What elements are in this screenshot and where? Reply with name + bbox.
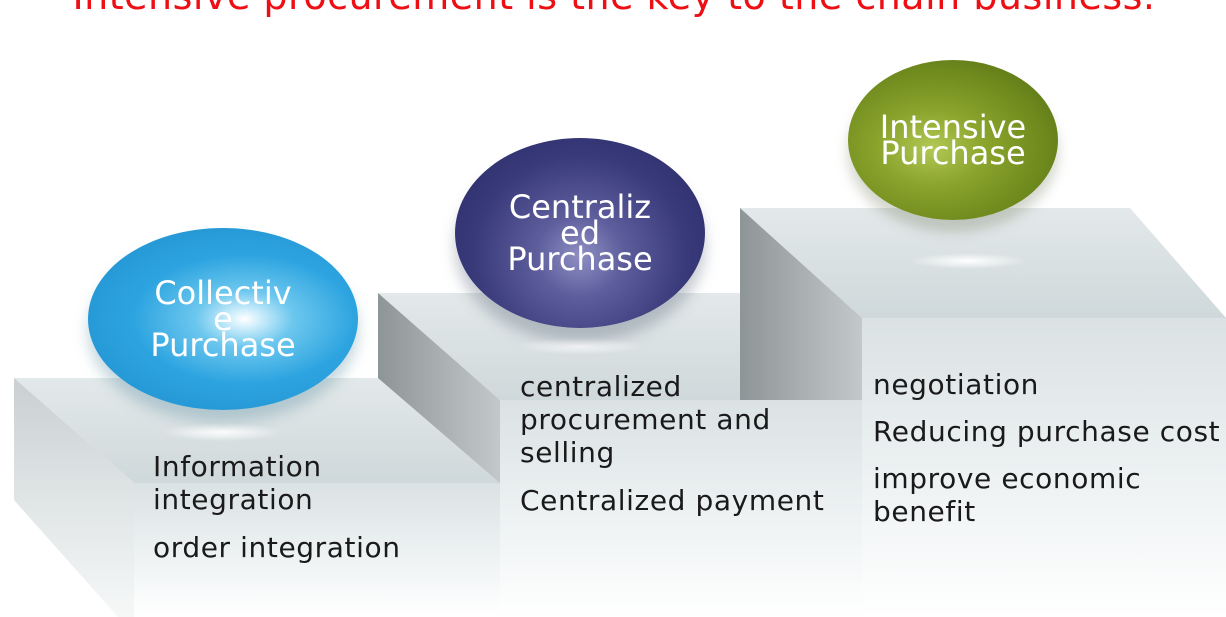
ball-label-line: Purchase	[507, 240, 653, 278]
ball-label-line: e	[213, 300, 233, 338]
ball-label-line: ed	[560, 214, 600, 252]
step-3-points: negotiation Reducing purchase cost impro…	[873, 368, 1226, 528]
slide-title: Intensive procurement is the key to the …	[0, 0, 1226, 18]
ball-label-line: Centraliz	[508, 188, 652, 226]
point-text: order integration	[153, 531, 401, 564]
ball-label-line: Intensive	[879, 108, 1027, 146]
centralized-purchase-ball: Centraliz ed Purchase	[455, 138, 705, 328]
glow-2	[518, 337, 642, 355]
point-text: Reducing purchase cost	[873, 415, 1221, 448]
step-1-points: Information integration order integratio…	[153, 450, 483, 564]
point-text: negotiation	[873, 368, 1040, 401]
point-text: Information integration	[153, 450, 322, 516]
ball-label-line: Purchase	[880, 134, 1026, 172]
collective-purchase-ball: Collectiv e Purchase	[88, 228, 358, 410]
step-2-points: centralized procurement and selling Cent…	[520, 370, 850, 517]
ball-label-line: Purchase	[150, 326, 296, 364]
intensive-purchase-ball: Intensive Purchase	[848, 60, 1058, 220]
ball-label-line: Collectiv	[154, 274, 292, 312]
glow-3	[910, 253, 1026, 269]
glow-1	[162, 423, 282, 441]
point-text: centralized procurement and selling	[520, 370, 771, 469]
point-text: Centralized payment	[520, 484, 825, 517]
point-text: improve economic benefit	[873, 462, 1142, 528]
